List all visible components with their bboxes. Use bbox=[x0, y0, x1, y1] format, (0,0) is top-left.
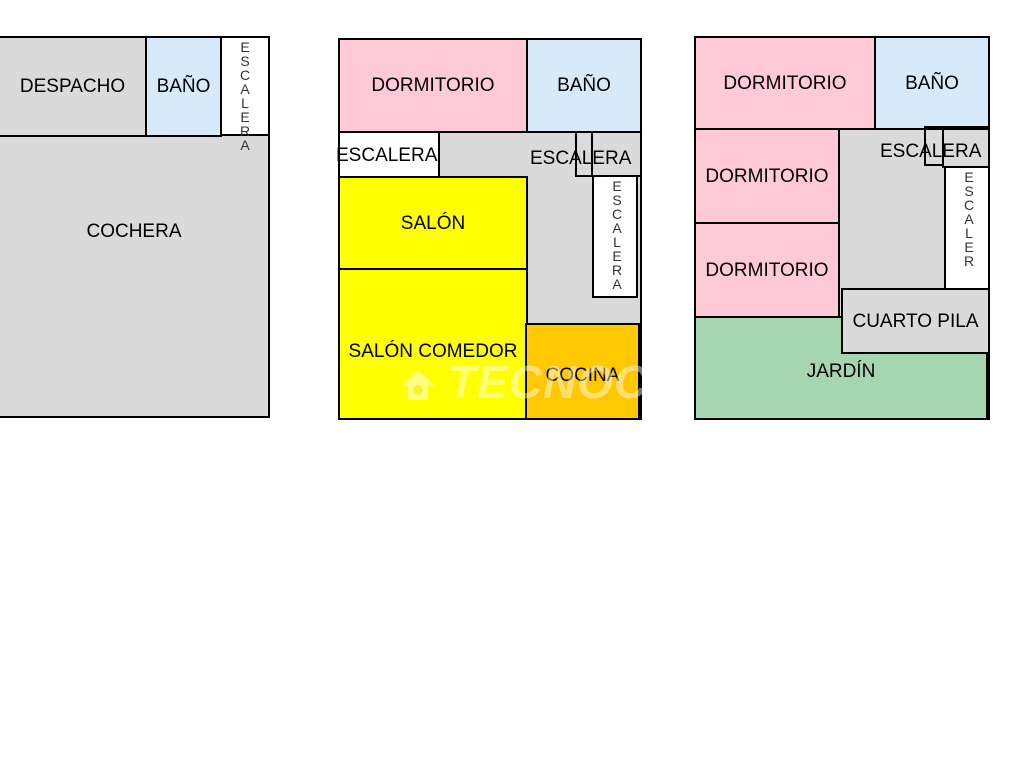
room-label-salon: SALÓN bbox=[400, 213, 466, 234]
room-despacho: DESPACHO bbox=[0, 36, 147, 137]
escalera-vertical-text: E S C A L E R A bbox=[239, 39, 251, 153]
escalera-label-right: ESCALERA bbox=[530, 148, 632, 169]
room-label-dormitorio: DORMITORIO bbox=[371, 75, 495, 96]
room-label-cuarto-pila: CUARTO PILA bbox=[852, 310, 979, 332]
escalera-vertical-text: E S C A L E R bbox=[963, 169, 975, 269]
stair-post bbox=[924, 126, 944, 166]
room-escalera-vertical: E S C A L E R bbox=[944, 166, 990, 290]
room-dormitorio-top: DORMITORIO bbox=[694, 36, 876, 130]
room-label-escalera-left: ESCALERA bbox=[336, 144, 438, 166]
house-icon bbox=[401, 370, 435, 400]
room-label-bano: BAÑO bbox=[557, 75, 611, 96]
room-label-cochera: COCHERA bbox=[86, 220, 182, 242]
room-cocina: COCINA bbox=[525, 323, 640, 420]
escalera-vertical-text: E S C A L E R A bbox=[611, 178, 623, 292]
room-label-dormitorio-top: DORMITORIO bbox=[723, 72, 847, 94]
room-bano: BAÑO bbox=[145, 36, 222, 137]
room-label-salon-comedor: SALÓN COMEDOR bbox=[348, 341, 518, 362]
room-label-bano: BAÑO bbox=[156, 76, 211, 97]
room-escalera-vertical: E S C A L E R A bbox=[220, 36, 270, 152]
room-label-cocina: COCINA bbox=[545, 365, 620, 386]
escalera-label-right: ESCALERA bbox=[880, 141, 982, 162]
room-bano: BAÑO bbox=[526, 38, 642, 133]
room-cochera: COCHERA bbox=[0, 134, 270, 418]
room-dormitorio-mid: DORMITORIO bbox=[694, 128, 840, 224]
room-cuarto-pila: CUARTO PILA bbox=[841, 288, 990, 354]
room-bano: BAÑO bbox=[874, 36, 990, 130]
room-dormitorio-bottom: DORMITORIO bbox=[694, 222, 840, 318]
room-label-dormitorio-bottom: DORMITORIO bbox=[705, 259, 829, 281]
room-label-despacho: DESPACHO bbox=[19, 76, 126, 97]
stair-box-right bbox=[942, 126, 990, 168]
room-label-jardin: JARDÍN bbox=[806, 361, 876, 382]
room-label-dormitorio-mid: DORMITORIO bbox=[705, 165, 829, 187]
room-salon: SALÓN bbox=[338, 176, 528, 271]
room-escalera-vertical: E S C A L E R A bbox=[592, 175, 638, 298]
room-label-bano: BAÑO bbox=[905, 72, 959, 94]
